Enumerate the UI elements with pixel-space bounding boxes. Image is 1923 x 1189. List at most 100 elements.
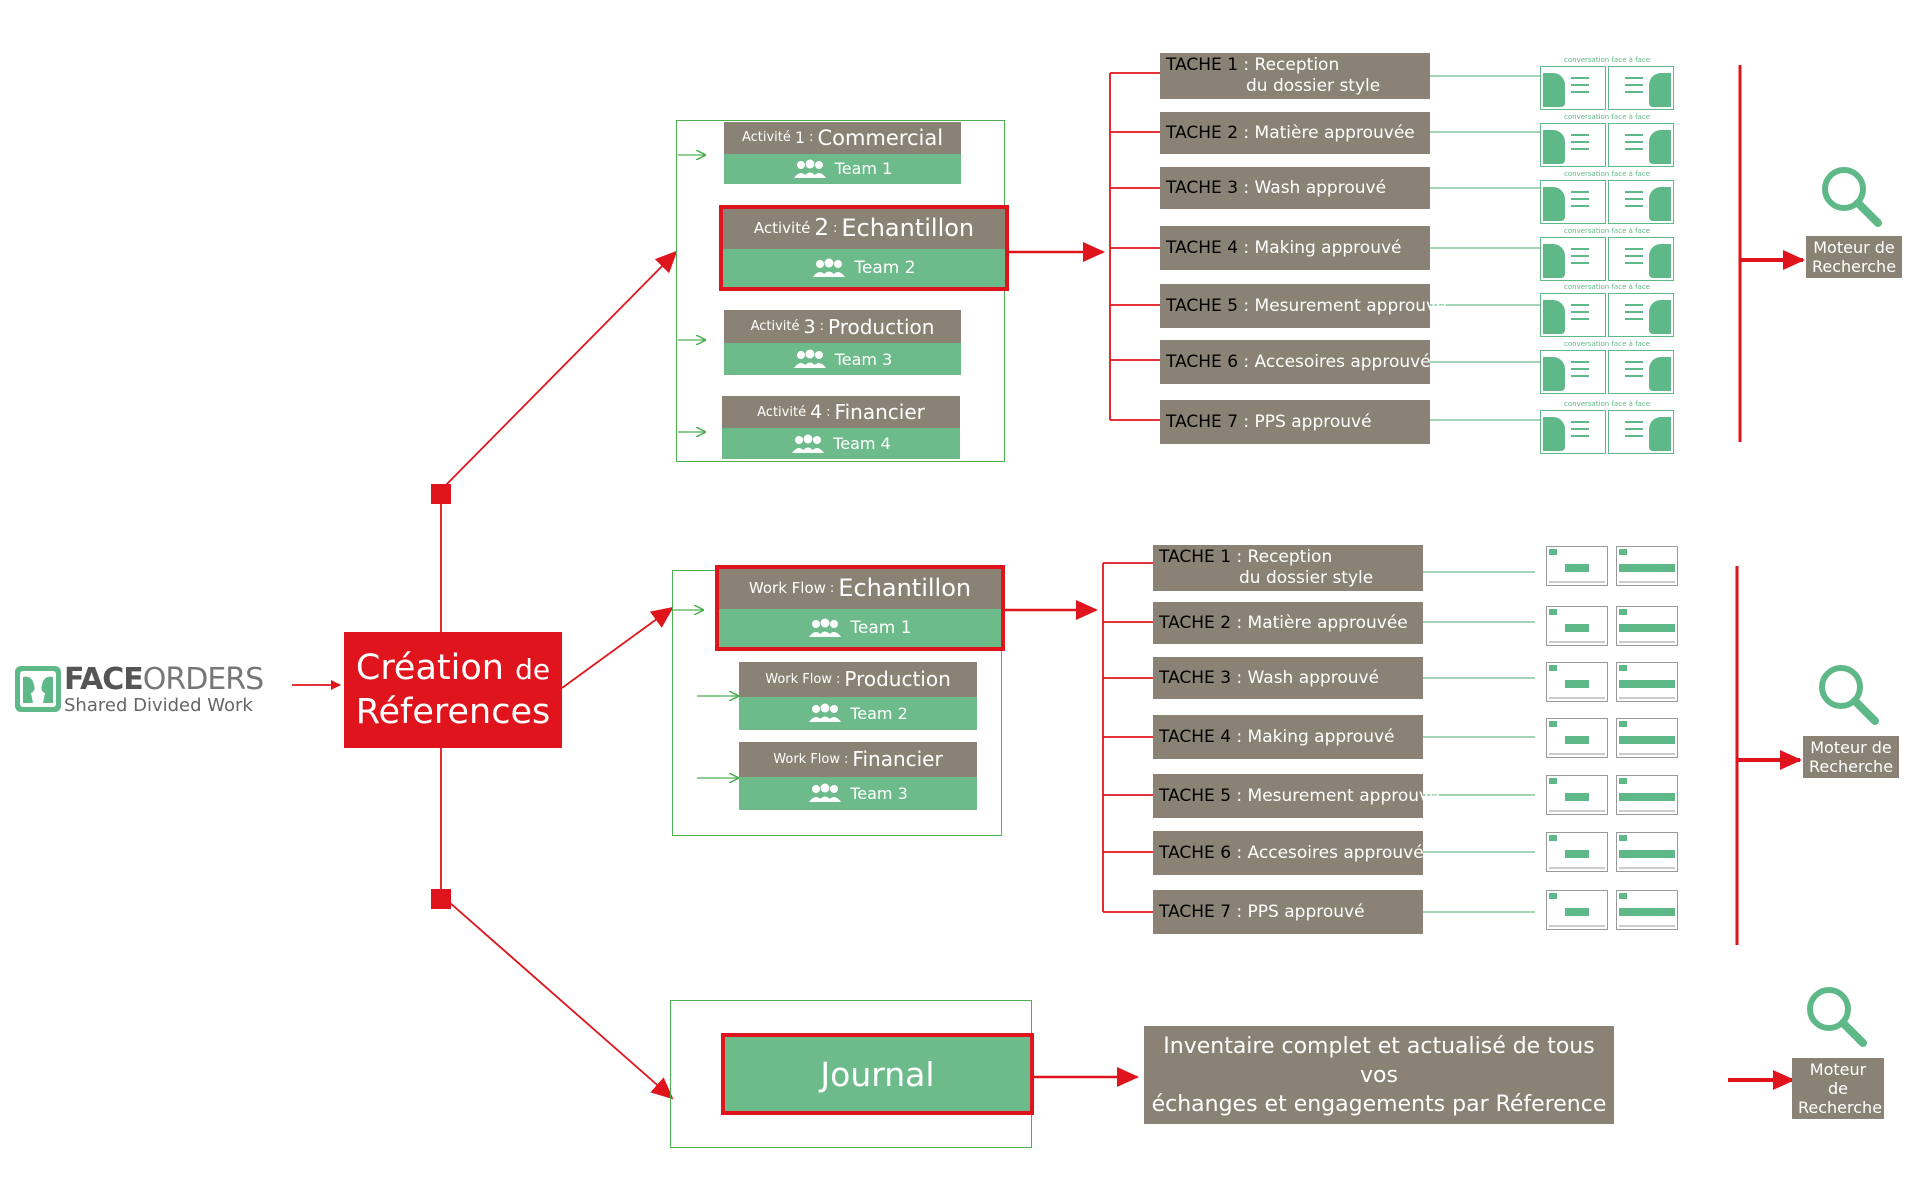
task-mid-6[interactable]: TACHE 6 : Accesoires approuvé bbox=[1153, 831, 1424, 875]
task-text: : Wash approuvé bbox=[1231, 667, 1380, 688]
task-text: : Mesurement approuvé bbox=[1238, 295, 1447, 316]
workflow-3-card[interactable]: Work Flow:Financier Team 3 bbox=[739, 742, 977, 810]
face-profile-icon bbox=[1543, 130, 1565, 164]
inventaire-line2: échanges et engagements par Réference bbox=[1151, 1091, 1607, 1117]
activity-3-sep: : bbox=[819, 319, 824, 335]
task-top-3[interactable]: TACHE 3 : Wash approuvé bbox=[1160, 167, 1430, 209]
task-label: TACHE 6 bbox=[1159, 842, 1232, 863]
search-icon[interactable] bbox=[1805, 985, 1867, 1047]
document-footer bbox=[1619, 867, 1675, 869]
task-top-5[interactable]: TACHE 5 : Mesurement approuvé bbox=[1160, 284, 1447, 328]
creation-references-box[interactable]: Création de Réferences bbox=[344, 632, 562, 748]
task-top-4[interactable]: TACHE 4 : Making approuvé bbox=[1160, 226, 1430, 270]
activity-2-sep: : bbox=[832, 220, 838, 236]
task-mid-5[interactable]: TACHE 5 : Mesurement approuvé bbox=[1153, 774, 1440, 818]
workflow-1-card[interactable]: Work Flow:Echantillon Team 1 bbox=[715, 565, 1005, 651]
search-icon[interactable] bbox=[1820, 165, 1882, 227]
order-document-thumbnail bbox=[1546, 775, 1608, 815]
face-profile-icon bbox=[1543, 244, 1565, 278]
text-line bbox=[1571, 311, 1589, 313]
face-thumbnail bbox=[1608, 66, 1674, 110]
face-profile-icon bbox=[1649, 73, 1671, 107]
face-profile-icon bbox=[1649, 130, 1671, 164]
face-thumbnail bbox=[1608, 237, 1674, 281]
text-line bbox=[1625, 141, 1643, 143]
workflow-2-sep: : bbox=[835, 671, 841, 687]
workflow-1-title: Echantillon bbox=[838, 574, 972, 603]
activity-4-num: 4 bbox=[810, 401, 823, 424]
face-profile-icon bbox=[1649, 300, 1671, 334]
document-footer bbox=[1619, 641, 1675, 643]
workflow-2-card[interactable]: Work Flow:Production Team 2 bbox=[739, 662, 977, 730]
team-icon bbox=[813, 258, 846, 278]
document-header bbox=[1549, 549, 1557, 555]
task-mid-1[interactable]: TACHE 1 : Reception du dossier style bbox=[1153, 545, 1423, 591]
document-header bbox=[1549, 778, 1557, 784]
task-mid-3[interactable]: TACHE 3 : Wash approuvé bbox=[1153, 657, 1423, 699]
document-status-bar bbox=[1565, 736, 1589, 744]
workflow-1-sep: : bbox=[829, 580, 835, 596]
task-label: TACHE 7 bbox=[1166, 411, 1239, 432]
workflow-1-prefix: Work Flow bbox=[748, 579, 826, 598]
face-thumbnail bbox=[1608, 123, 1674, 167]
task-text: : Making approuvé bbox=[1231, 726, 1395, 747]
face-thumbnail bbox=[1608, 293, 1674, 337]
text-line bbox=[1625, 248, 1643, 250]
task-top-2[interactable]: TACHE 2 : Matière approuvée bbox=[1160, 112, 1430, 154]
document-header bbox=[1619, 778, 1627, 784]
search-icon[interactable] bbox=[1817, 663, 1879, 725]
task-label: TACHE 5 bbox=[1159, 785, 1232, 806]
text-line bbox=[1625, 361, 1643, 363]
face-profile-icon bbox=[1649, 417, 1671, 451]
creation-title-line1: Création de bbox=[355, 648, 551, 688]
task-label: TACHE 4 bbox=[1166, 237, 1239, 258]
order-document-thumbnail bbox=[1546, 832, 1608, 872]
team-icon bbox=[793, 159, 826, 178]
document-footer bbox=[1619, 581, 1675, 583]
task-mid-4[interactable]: TACHE 4 : Making approuvé bbox=[1153, 715, 1423, 759]
team-icon bbox=[809, 703, 842, 723]
activities-frame bbox=[676, 120, 1005, 462]
text-line bbox=[1571, 421, 1589, 423]
journal-card[interactable]: Journal bbox=[721, 1033, 1034, 1115]
task-mid-2[interactable]: TACHE 2 : Matière approuvée bbox=[1153, 602, 1423, 644]
task-top-1[interactable]: TACHE 1 : Reception du dossier style bbox=[1160, 53, 1430, 99]
document-status-bar bbox=[1619, 564, 1675, 572]
text-line bbox=[1625, 428, 1643, 430]
task-mid-7[interactable]: TACHE 7 : PPS approuvé bbox=[1153, 890, 1423, 934]
thumbnail-caption: conversation face à face bbox=[1564, 340, 1651, 348]
document-footer bbox=[1619, 810, 1675, 812]
conversation-thumbnail-pair: conversation face à face bbox=[1540, 400, 1675, 454]
face-thumbnail bbox=[1540, 293, 1606, 337]
text-line bbox=[1625, 191, 1643, 193]
text-line bbox=[1625, 255, 1643, 257]
text-line bbox=[1571, 255, 1589, 257]
task-top-6[interactable]: TACHE 6 : Accesoires approuvé bbox=[1160, 340, 1431, 384]
task-top-7[interactable]: TACHE 7 : PPS approuvé bbox=[1160, 400, 1430, 444]
workflow-3-sep: : bbox=[844, 751, 849, 767]
workflow-2-title: Production bbox=[844, 667, 951, 692]
text-line bbox=[1571, 134, 1589, 136]
order-document-thumbnail bbox=[1616, 718, 1678, 758]
task-text: : Mesurement approuvé bbox=[1231, 785, 1440, 806]
text-line bbox=[1625, 375, 1643, 377]
document-status-bar bbox=[1619, 624, 1675, 632]
text-line bbox=[1571, 361, 1589, 363]
team-icon bbox=[792, 434, 825, 453]
task-text: : Accesoires approuvé bbox=[1238, 351, 1431, 372]
task-label: TACHE 2 bbox=[1159, 612, 1232, 633]
task-label: TACHE 7 bbox=[1159, 901, 1232, 922]
journal-label: Journal bbox=[820, 1054, 935, 1094]
face-profile-icon bbox=[1543, 417, 1565, 451]
document-status-bar bbox=[1619, 680, 1675, 688]
text-line bbox=[1625, 198, 1643, 200]
document-footer bbox=[1619, 925, 1675, 927]
order-document-thumbnail bbox=[1616, 546, 1678, 586]
